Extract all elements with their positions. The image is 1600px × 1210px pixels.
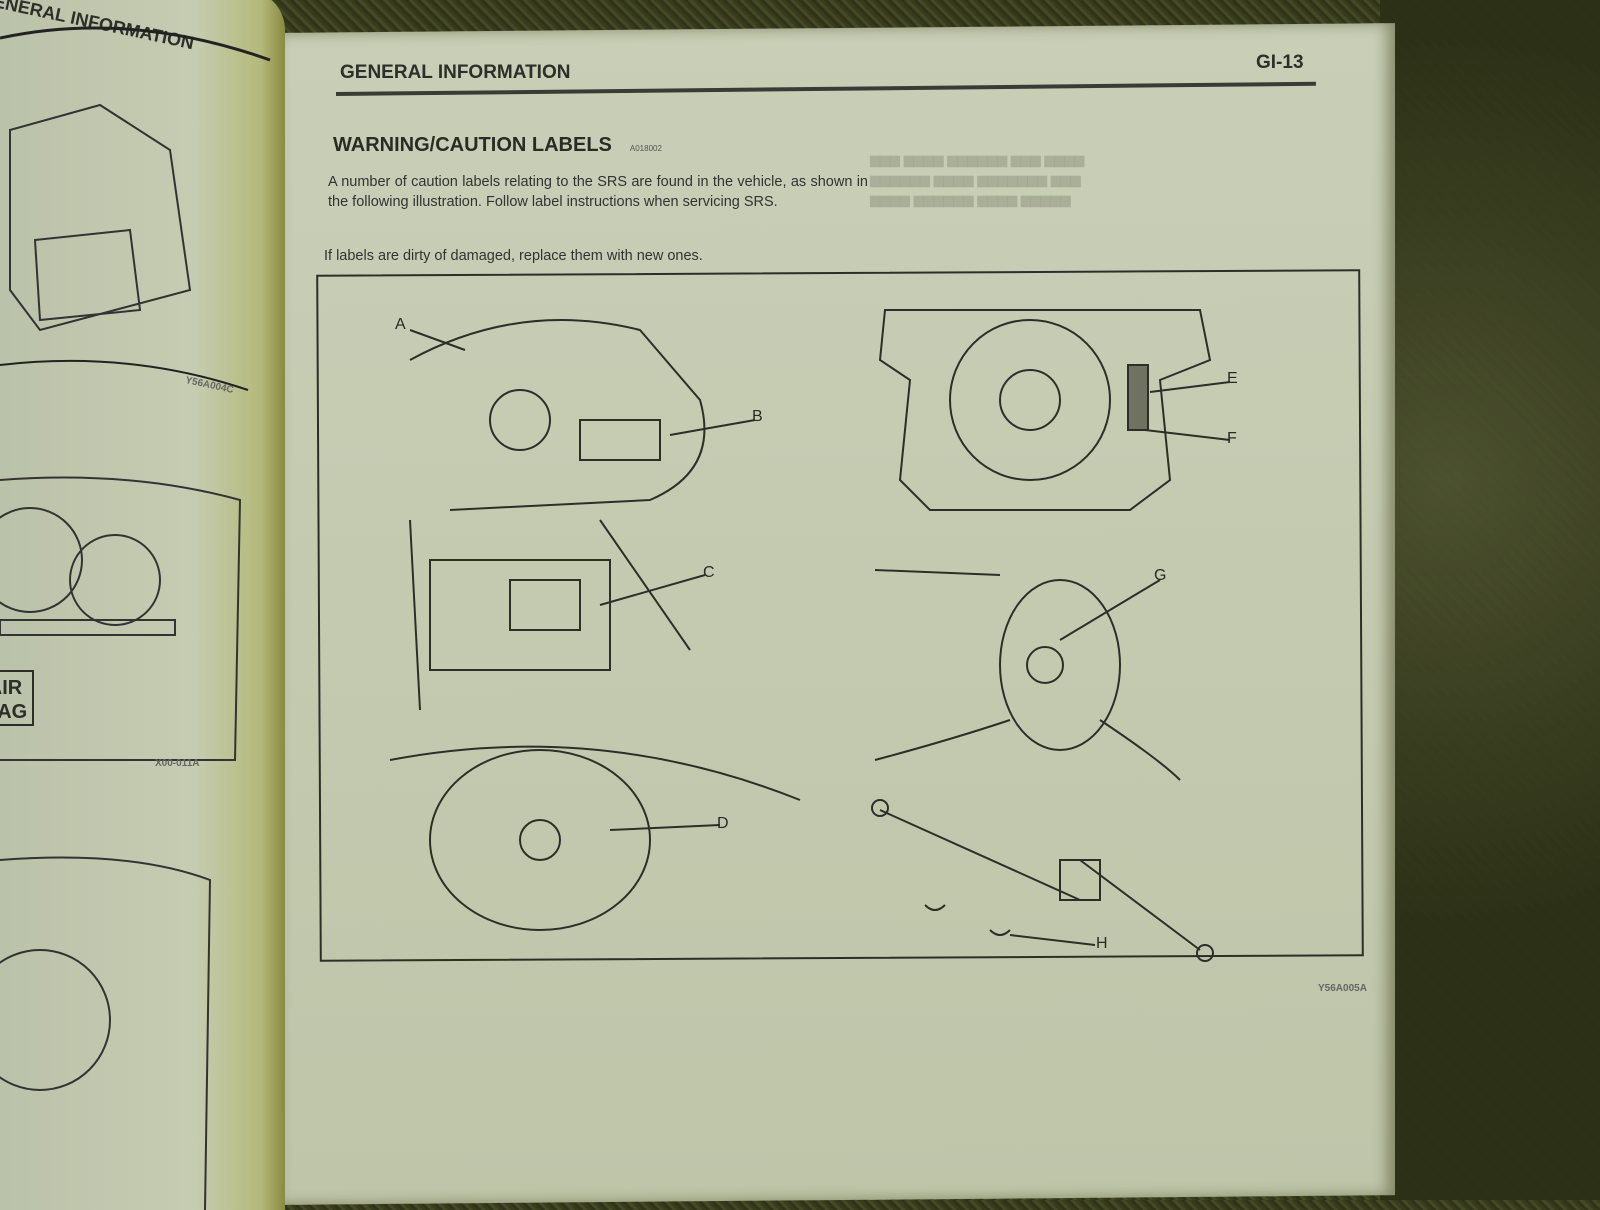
left-page: GENERAL INFORMATION AIR BAG Y56A004C X00… [0, 0, 285, 1210]
figure-label-d: D [717, 815, 729, 832]
airbag-label: AIR BAG [0, 670, 34, 726]
figure-label-e: E [1227, 370, 1238, 387]
section-code: A018002 [629, 144, 662, 153]
intro-paragraph: A number of caution labels relating to t… [328, 174, 868, 210]
figure-label-a: A [395, 316, 406, 333]
figure-label-f: F [1227, 430, 1237, 447]
airbag-label-line1: AIR [0, 677, 23, 699]
figure-label-g: G [1154, 567, 1167, 584]
left-page-illustrations [0, 26, 271, 1210]
figure-label-h: H [1096, 935, 1108, 952]
page-header: GENERAL INFORMATION [340, 62, 571, 83]
airbag-label-line2: BAG [0, 701, 28, 723]
bleed-through-text: ▆▆▆ ▆▆▆▆ ▆▆▆▆▆▆ ▆▆▆ ▆▆▆▆▆▆▆▆▆▆ ▆▆▆▆ ▆▆▆▆… [870, 152, 1085, 207]
left-figure-id-2: X00-011A [155, 758, 200, 769]
figure-label-b: B [752, 408, 763, 425]
section-title: WARNING/CAUTION LABELS A018002 [333, 134, 662, 157]
replace-paragraph: If labels are dirty of damaged, replace … [324, 248, 703, 264]
carpet-background [1380, 0, 1600, 1200]
section-title-text: WARNING/CAUTION LABELS [333, 134, 612, 156]
page-number: GI-13 [1256, 52, 1304, 73]
figure-id: Y56A005A [1318, 983, 1367, 994]
figure-label-c: C [703, 564, 715, 581]
